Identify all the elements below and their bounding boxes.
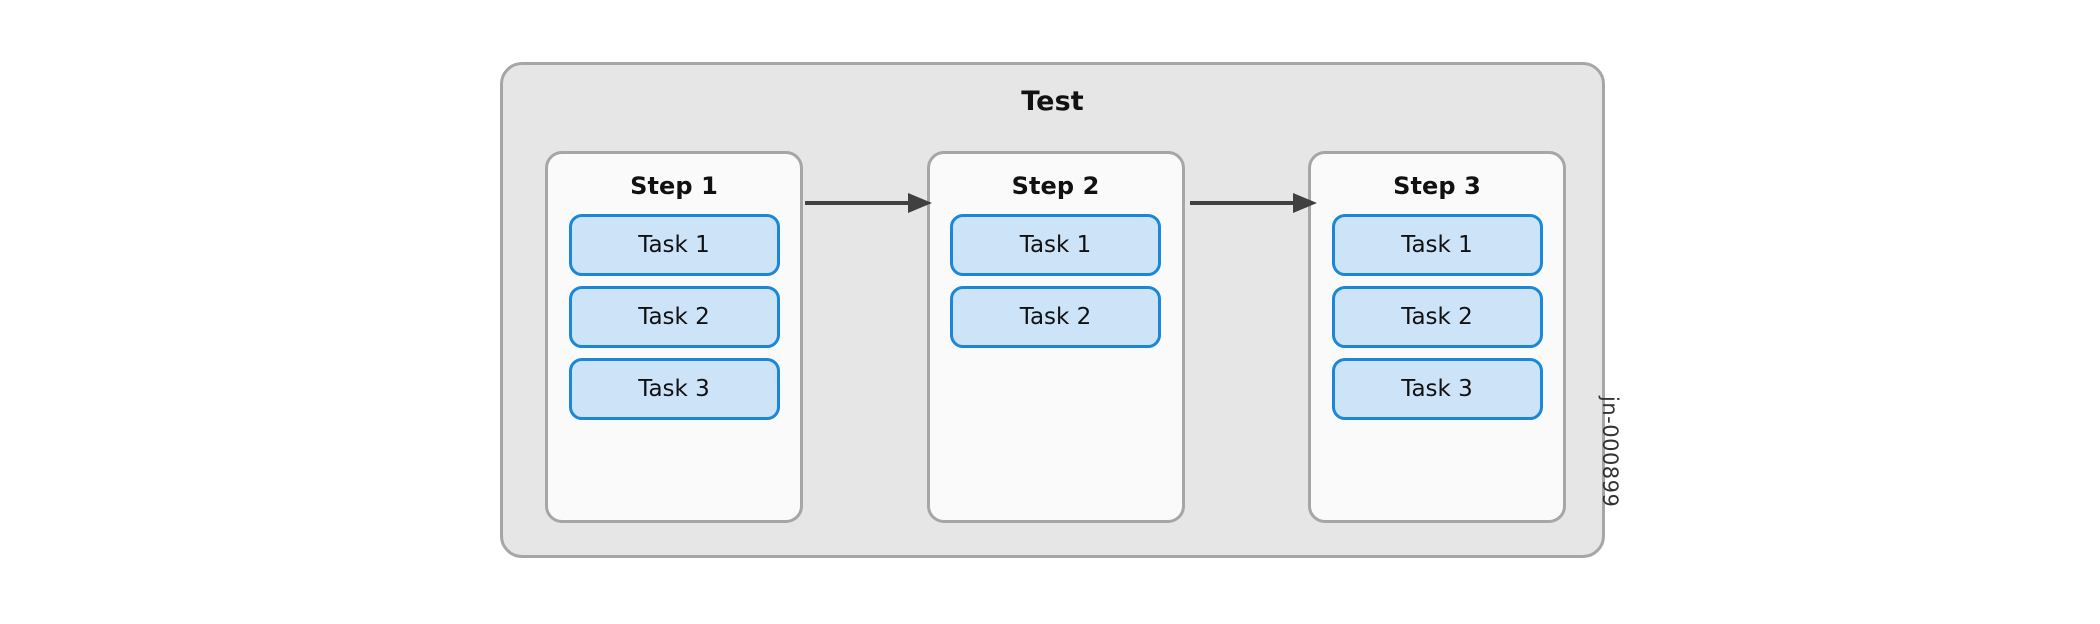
task-box[interactable]: Task 3 [568, 358, 780, 420]
step-title-2: Step 2 [1011, 172, 1100, 200]
step-card-3[interactable]: Step 3 Task 1 Task 2 Task 3 [1308, 151, 1566, 523]
task-box[interactable]: Task 2 [950, 286, 1161, 348]
task-box[interactable]: Task 1 [1331, 214, 1543, 276]
task-box[interactable]: Task 3 [1331, 358, 1543, 420]
task-label: Task 2 [638, 304, 710, 330]
task-label: Task 1 [1401, 232, 1473, 258]
task-list-2: Task 1 Task 2 [930, 214, 1182, 358]
step-card-2[interactable]: Step 2 Task 1 Task 2 [926, 151, 1185, 523]
task-list-1: Task 1 Task 2 Task 3 [548, 214, 800, 430]
task-list-3: Task 1 Task 2 Task 3 [1311, 214, 1563, 430]
task-box[interactable]: Task 2 [568, 286, 780, 348]
test-container: Test Step 1 Task 1 Task 2 Task 3 [500, 62, 1605, 558]
task-label: Task 1 [1019, 232, 1092, 258]
step-title-1: Step 1 [630, 172, 718, 200]
task-box[interactable]: Task 1 [950, 214, 1161, 276]
container-title: Test [1021, 86, 1084, 117]
task-label: Task 2 [1401, 304, 1473, 330]
step-card-1[interactable]: Step 1 Task 1 Task 2 Task 3 [545, 151, 803, 523]
steps-row: Step 1 Task 1 Task 2 Task 3 Step 2 [545, 151, 1566, 523]
watermark-label: jn-000899 [1598, 396, 1622, 508]
task-label: Task 1 [638, 232, 710, 258]
task-label: Task 3 [638, 376, 710, 402]
task-box[interactable]: Task 1 [568, 214, 780, 276]
task-label: Task 2 [1019, 304, 1092, 330]
task-label: Task 3 [1401, 376, 1473, 402]
step-title-3: Step 3 [1393, 172, 1481, 200]
task-box[interactable]: Task 2 [1331, 286, 1543, 348]
